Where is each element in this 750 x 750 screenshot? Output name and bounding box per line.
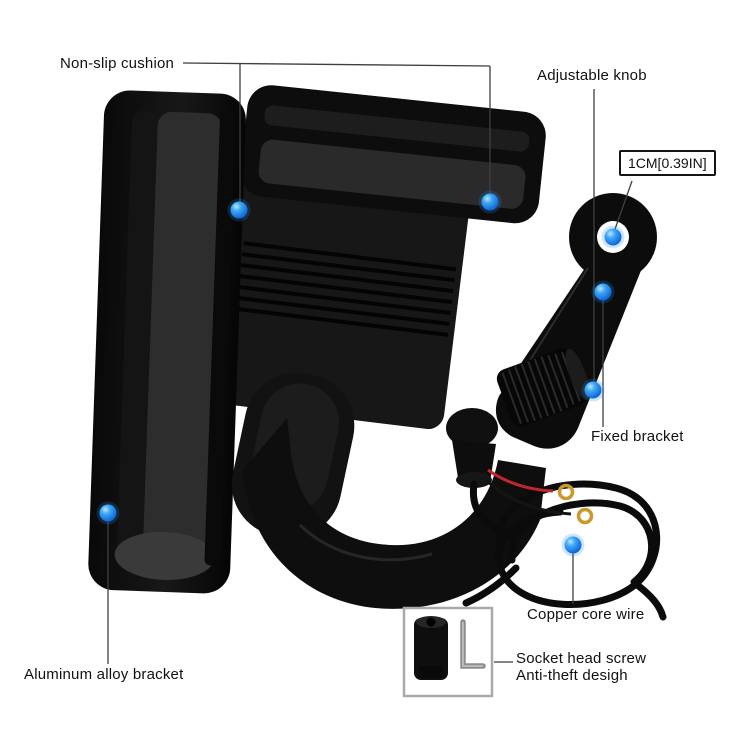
ring-terminal-2: [576, 507, 594, 525]
product-phone-mount: [88, 85, 667, 621]
label-aluminum-alloy-bracket: Aluminum alloy bracket: [24, 666, 184, 683]
top-cushion-face: [258, 139, 526, 209]
marker-hole-dimension: [604, 228, 622, 246]
power-cable: [462, 480, 667, 621]
hex-socket-hole: [426, 617, 436, 627]
marker-adjustable-knob: [584, 381, 602, 399]
label-copper-core-wire: Copper core wire: [527, 606, 645, 623]
socket-screw-detail: [414, 616, 486, 680]
line-non-slip-cushion: [182, 62, 491, 210]
top-rail: [240, 85, 546, 224]
left-cushion-face: [142, 111, 222, 565]
back-plate: [217, 158, 471, 430]
label-socket-head-screw: Socket head screw Anti-theft desigh: [516, 650, 646, 684]
marker-fixed-bracket: [594, 283, 612, 301]
red-wire: [487, 468, 554, 493]
wire-terminals: [484, 468, 594, 525]
callout-lines: [107, 62, 633, 664]
marker-non-slip-cushion-left: [230, 201, 248, 219]
inset-detail-box: [402, 606, 494, 698]
bottom-jaw: [243, 418, 546, 609]
marker-dots: [96, 190, 625, 557]
label-hole-dimension: 1CM[0.39IN]: [619, 150, 716, 176]
black-wire: [484, 478, 572, 516]
label-fixed-bracket: Fixed bracket: [591, 428, 684, 445]
marker-non-slip-cushion-top: [481, 193, 499, 211]
ball-joint-base: [446, 408, 498, 488]
line-hole-dimension: [613, 180, 633, 233]
marker-aluminum-alloy-bracket: [99, 504, 117, 522]
ring-terminal-1: [557, 483, 575, 501]
rail-channel-opening: [114, 531, 215, 580]
label-adjustable-knob: Adjustable knob: [537, 67, 647, 84]
adjustable-knob-part: [496, 348, 590, 427]
label-socket-head-screw-line2: Anti-theft desigh: [516, 667, 628, 684]
label-non-slip-cushion: Non-slip cushion: [60, 55, 175, 72]
marker-copper-core-wire: [564, 536, 582, 554]
grip-ribs: [235, 241, 457, 337]
label-socket-head-screw-line1: Socket head screw: [516, 650, 647, 667]
left-rail: [88, 90, 246, 594]
